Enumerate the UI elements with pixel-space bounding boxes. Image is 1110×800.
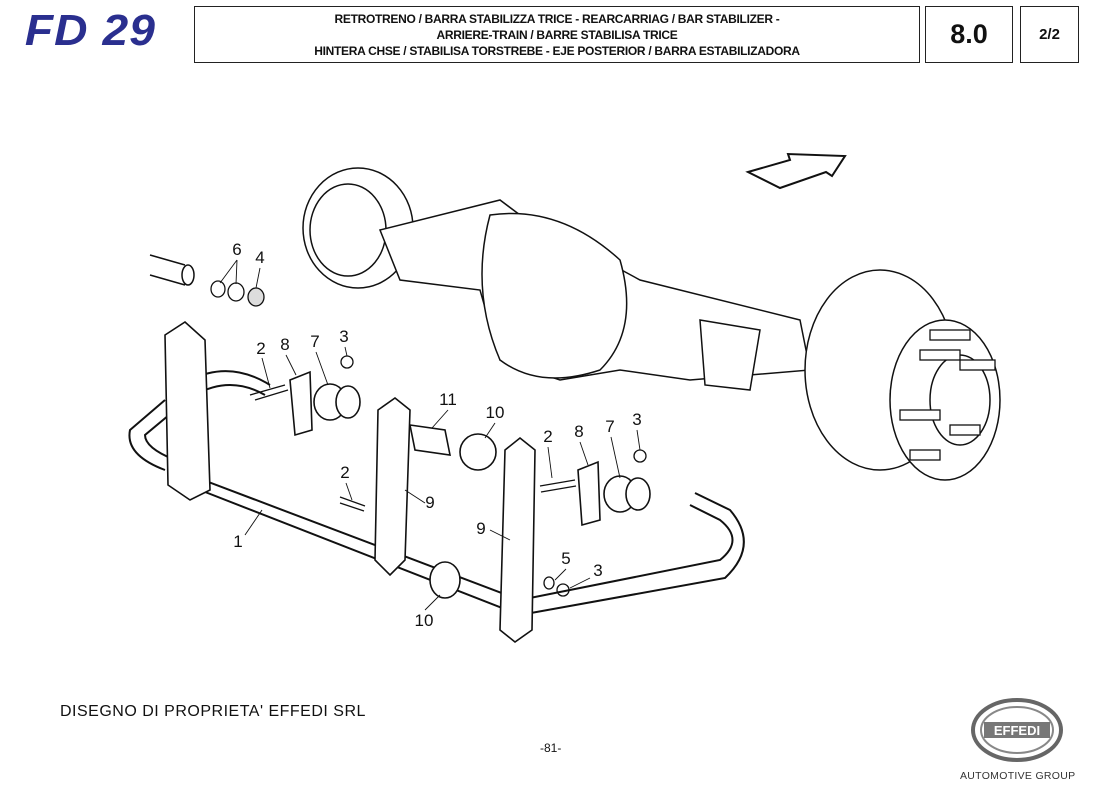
title-line: ARRIERE-TRAIN / BARRE STABILISA TRICE bbox=[436, 27, 678, 42]
washers-nut bbox=[210, 280, 647, 597]
callout-label: 9 bbox=[476, 519, 486, 538]
bushings bbox=[289, 370, 651, 599]
title-line: RETROTRENO / BARRA STABILIZZA TRICE - RE… bbox=[334, 11, 780, 26]
title-box: RETROTRENO / BARRA STABILIZZA TRICE - RE… bbox=[194, 6, 920, 63]
callout-label: 7 bbox=[310, 332, 320, 351]
link-arms bbox=[164, 320, 536, 644]
direction-arrow-icon bbox=[745, 152, 847, 190]
callout-label: 8 bbox=[280, 335, 290, 354]
callout-label: 2 bbox=[340, 463, 350, 482]
company-group: AUTOMOTIVE GROUP bbox=[960, 770, 1076, 782]
page-of: 2/2 bbox=[1020, 6, 1079, 63]
callout-label: 7 bbox=[605, 417, 615, 436]
title-line: HINTERA CHSE / STABILISA TORSTREBE - EJE… bbox=[314, 43, 800, 58]
callout-label: 11 bbox=[439, 390, 457, 409]
callout-label: 8 bbox=[574, 422, 584, 441]
callout-label: 3 bbox=[339, 327, 349, 346]
callout-label: 5 bbox=[561, 549, 571, 568]
callout-label: 3 bbox=[632, 410, 642, 429]
leader-lines bbox=[219, 259, 641, 611]
callout-label: 4 bbox=[255, 248, 265, 267]
ownership-notice: DISEGNO DI PROPRIETA' EFFEDI SRL bbox=[60, 703, 366, 720]
rear-axle bbox=[149, 167, 1001, 481]
page-number: -81- bbox=[540, 741, 562, 755]
callout-label: 2 bbox=[543, 427, 553, 446]
callout-label: 9 bbox=[425, 493, 435, 512]
model-code: FD 29 bbox=[24, 6, 156, 55]
callout-label: 6 bbox=[232, 240, 242, 259]
effedi-logo: EFFEDI bbox=[971, 698, 1063, 762]
stabilizer-bar bbox=[189, 474, 745, 617]
callout-label: 10 bbox=[485, 403, 505, 422]
callout-label: 3 bbox=[593, 561, 603, 580]
callout-label: 10 bbox=[414, 611, 434, 630]
section-number: 8.0 bbox=[925, 6, 1013, 63]
bolts bbox=[249, 384, 577, 512]
callout-label: 1 bbox=[233, 532, 243, 551]
callout-label: 2 bbox=[256, 339, 266, 358]
svg-text:EFFEDI: EFFEDI bbox=[994, 723, 1040, 738]
